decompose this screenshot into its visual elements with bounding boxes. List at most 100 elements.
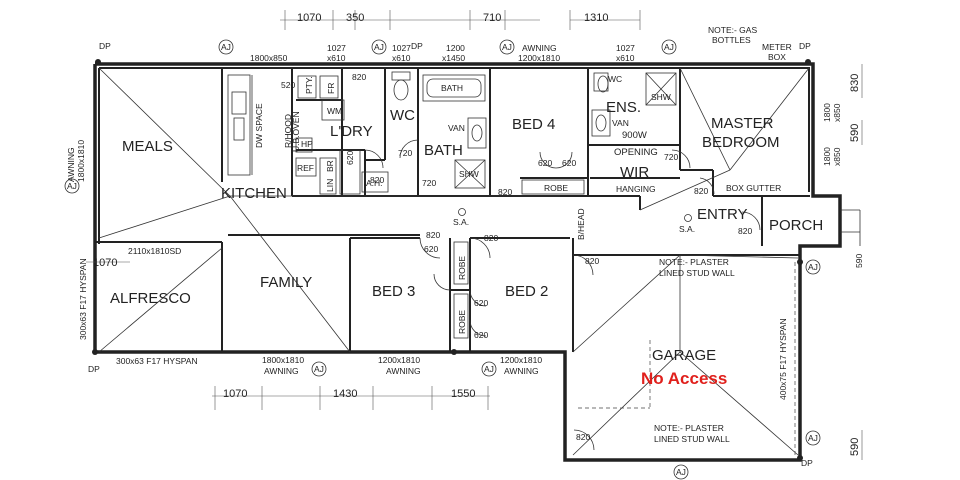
lin-label: LIN: [325, 179, 335, 192]
opening-line2: 900W: [622, 130, 647, 141]
aj-label-6: AJ: [314, 364, 324, 374]
door-820-wc-label: 820: [370, 175, 384, 185]
door-620-b3-label: 620: [424, 244, 438, 254]
dp-label-tl: DP: [99, 41, 111, 51]
gas-note-line2: BOTTLES: [712, 35, 751, 45]
window-1027c-l2: x610: [616, 53, 635, 63]
dp-label-top: DP: [411, 41, 423, 51]
room-porch: PORCH: [769, 217, 823, 234]
dp-label-bl: DP: [88, 364, 100, 374]
aj-label-5: AJ: [67, 181, 77, 191]
robe-bed2-label: ROBE: [457, 310, 467, 334]
shw2-label: SHW: [651, 92, 671, 102]
garage-dashed-lines: [578, 262, 796, 455]
left-awning-size: 1800x1810: [76, 140, 86, 182]
right-x850a: x850: [832, 103, 842, 122]
door-520-label: 520: [281, 80, 295, 90]
meter-note-line1: METER: [762, 42, 792, 52]
aj-label-8: AJ: [808, 262, 818, 272]
alfresco-beam-label: 300x63 F17 HYSPAN: [78, 258, 88, 340]
dp-markers: [92, 59, 811, 461]
aj-label-2: AJ: [374, 42, 384, 52]
window-1200-l2: x1450: [442, 53, 465, 63]
no-access-label: No Access: [641, 369, 727, 388]
window-1027b-l2: x610: [392, 53, 411, 63]
room-bed3: BED 3: [372, 283, 415, 300]
bottom-window2-type: AWNING: [386, 366, 421, 376]
bottom-dimension-lines: [212, 386, 490, 410]
wc-toilet: [391, 71, 411, 101]
room-meals: MEALS: [122, 138, 173, 155]
room-kitchen: KITCHEN: [221, 185, 287, 202]
aj-marker-icons: [64, 39, 821, 480]
dim-bottom-1070: 1070: [223, 388, 247, 400]
room-master-line2: BEDROOM: [702, 134, 780, 151]
door-720-bath-label: 720: [422, 178, 436, 188]
ah-box: [361, 171, 389, 193]
door-820-garage-label: 820: [585, 256, 599, 266]
pty-label: PTY.: [304, 76, 314, 94]
smoke-alarm-icons: [458, 208, 692, 222]
dim-left-1070: 1070: [93, 257, 117, 269]
br-label: BR: [325, 160, 335, 172]
room-bath: BATH: [424, 142, 463, 159]
uboven-label: U.B.OVEN: [291, 111, 301, 152]
van2-label: VAN: [612, 118, 629, 128]
bottom-beam-label: 300x63 F17 HYSPAN: [116, 356, 198, 366]
door-820-ent-label: 820: [694, 186, 708, 196]
door-720-wc-label: 720: [398, 148, 412, 158]
rhood-label: R/HOOD: [283, 114, 293, 148]
window-1200-l1: 1200: [446, 43, 465, 53]
fr-label: FR: [326, 83, 336, 94]
ah-label: A.H.: [366, 178, 383, 188]
bhead-label: B/HEAD: [576, 208, 586, 240]
room-bed2: BED 2: [505, 283, 548, 300]
room-wir: WIR: [620, 164, 649, 181]
sa1-label: S.A.: [453, 217, 469, 227]
right-x850b: x850: [832, 147, 842, 166]
bath-fixtures: [422, 74, 487, 189]
window-1027a-l1: 1027: [327, 43, 346, 53]
dim-bottom-1550: 1550: [451, 388, 475, 400]
door-620-b2-label: 620: [474, 298, 488, 308]
door-720-wir-label: 720: [664, 152, 678, 162]
porch-steps: [840, 209, 861, 246]
garage-beam-label: 400x75 F17 HYSPAN: [778, 318, 788, 400]
wm-label: WM: [327, 106, 342, 116]
window-1027a-l2: x610: [327, 53, 346, 63]
robe-bed3-box: [453, 241, 469, 285]
room-alfresco: ALFRESCO: [110, 290, 191, 307]
dp-label-tr: DP: [799, 41, 811, 51]
room-laundry: L'DRY: [330, 123, 373, 140]
robe-bed3-label: ROBE: [457, 256, 467, 280]
right-1800b: 1800: [822, 147, 832, 166]
room-entry: ENTRY: [697, 206, 748, 223]
dp-label-br: DP: [801, 458, 813, 468]
gas-note-line1: NOTE:- GAS: [708, 25, 757, 35]
door-620-bed4b-label: 620: [562, 158, 576, 168]
dim-right-830: 830: [849, 74, 861, 92]
door-620-bed4a-label: 620: [538, 158, 552, 168]
door-820-bed4-label: 820: [498, 187, 512, 197]
bottom-window3-size: 1200x1810: [500, 355, 542, 365]
opening-line1: OPENING: [614, 147, 658, 158]
dim-right-590a: 590: [849, 124, 861, 142]
shw1-label: SHW: [459, 169, 479, 179]
door-swings: [364, 139, 761, 451]
door-820-ldry-label: 820: [352, 72, 366, 82]
aj-label-10: AJ: [676, 467, 686, 477]
dim-top-710: 710: [483, 12, 501, 24]
window-1027c-l1: 1027: [616, 43, 635, 53]
window-1027b-l1: 1027: [392, 43, 411, 53]
top-dimension-lines: [280, 10, 641, 30]
window-1800x850: 1800x850: [250, 53, 288, 63]
door-620-ldry-a: 620: [345, 151, 355, 165]
ref-label: REF: [297, 163, 314, 173]
awning-top-label: AWNING: [522, 43, 557, 53]
plaster-bot-line2: LINED STUD WALL: [654, 434, 730, 444]
door-820-b2-label: 820: [484, 233, 498, 243]
door-820-porch-label: 820: [738, 226, 752, 236]
aj-label-4: AJ: [664, 42, 674, 52]
bottom-window1-size: 1800x1810: [262, 355, 304, 365]
